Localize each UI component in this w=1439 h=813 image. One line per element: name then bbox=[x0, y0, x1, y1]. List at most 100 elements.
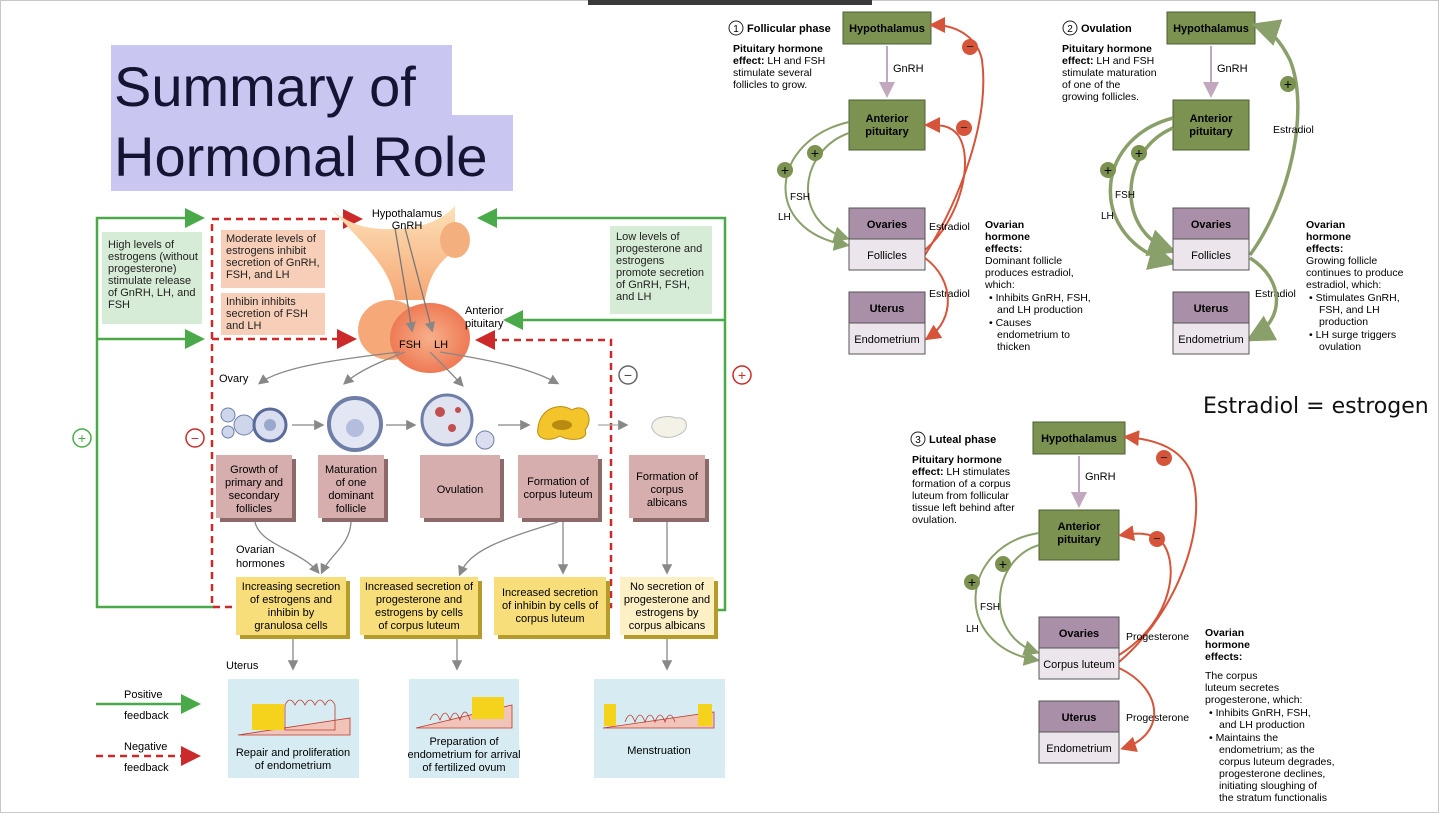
plus-sign-left: + bbox=[72, 428, 92, 448]
p3-gnrh: GnRH bbox=[1085, 471, 1116, 483]
negative-feedback-loop-left bbox=[210, 209, 363, 609]
svg-text:−: − bbox=[624, 367, 632, 383]
phase-3-title: Luteal phase bbox=[929, 434, 996, 446]
phase-1-number: 1 bbox=[733, 24, 739, 35]
title-highlight bbox=[111, 45, 452, 115]
p3-endometrium: Endometrium bbox=[1046, 743, 1111, 755]
slide-title: Summary of Hormonal Role bbox=[114, 52, 488, 192]
p3-hypothalamus: Hypothalamus bbox=[1041, 433, 1117, 445]
svg-text:+: + bbox=[738, 367, 746, 383]
svg-text:−: − bbox=[966, 39, 974, 54]
phase-3-luteal: 3 Luteal phase Pituitary hormone effect:… bbox=[910, 421, 1338, 804]
p3-uterus: Uterus bbox=[1062, 712, 1097, 724]
p1-endometrium: Endometrium bbox=[854, 334, 919, 346]
svg-text:+: + bbox=[78, 430, 86, 446]
p2-fsh: FSH bbox=[1115, 190, 1135, 201]
phase-3-number: 3 bbox=[915, 435, 921, 446]
phase-2-title: Ovulation bbox=[1081, 23, 1132, 35]
anterior-label: Anterior bbox=[465, 305, 504, 317]
gnrh-label: GnRH bbox=[392, 220, 423, 232]
p1-follicles: Follicles bbox=[867, 250, 907, 262]
hypothalamus-stalk bbox=[330, 206, 455, 300]
menstrual-cycle-hormone-diagram: Hypothalamus GnRH Anterior pituitary FSH… bbox=[72, 206, 752, 778]
top-toolbar-strip bbox=[588, 0, 872, 5]
p3-fsh: FSH bbox=[980, 602, 1000, 613]
legend-positive-label-2: feedback bbox=[124, 710, 169, 722]
svg-text:+: + bbox=[968, 574, 976, 590]
svg-text:+: + bbox=[1104, 162, 1112, 178]
svg-text:−: − bbox=[1160, 450, 1168, 465]
ovulation-image bbox=[420, 393, 495, 450]
ovary-label: Ovary bbox=[219, 373, 249, 385]
phase-2-ovulation: 2 Ovulation Pituitary hormone effect: LH… bbox=[1062, 11, 1406, 355]
fsh-label: FSH bbox=[399, 339, 421, 351]
svg-text:+: + bbox=[811, 145, 819, 161]
svg-text:+: + bbox=[781, 162, 789, 178]
p3-progesterone-1: Progesterone bbox=[1126, 631, 1189, 643]
phase-2-number: 2 bbox=[1067, 24, 1073, 35]
p1-lh: LH bbox=[778, 212, 791, 223]
p1-uterus: Uterus bbox=[870, 303, 905, 315]
title-highlight-2 bbox=[111, 115, 513, 191]
title-line-2: Hormonal Role bbox=[114, 125, 488, 188]
p2-gnrh: GnRH bbox=[1217, 63, 1248, 75]
hormones-label: hormones bbox=[236, 558, 285, 570]
p2-lh: LH bbox=[1101, 211, 1114, 222]
p2-ovarian-effects: Ovarian hormone effects: Growing follicl… bbox=[1306, 219, 1406, 353]
svg-text:+: + bbox=[999, 556, 1007, 572]
p3-ovaries: Ovaries bbox=[1059, 628, 1099, 640]
anterior-pituitary-gland bbox=[390, 303, 470, 373]
estradiol-equals-estrogen-note: Estradiol = estrogen bbox=[1203, 394, 1429, 419]
p1-ovaries: Ovaries bbox=[867, 219, 907, 231]
hypothalamus-bulge bbox=[440, 222, 470, 258]
phase-diagrams: 1 Follicular phase Pituitary hormone eff… bbox=[728, 11, 1406, 804]
low-progesterone-box: Low levels of progesterone and estrogens… bbox=[610, 226, 712, 314]
high-estrogen-box: High levels of estrogens (without proges… bbox=[102, 232, 202, 324]
dominant-follicle-image bbox=[327, 396, 383, 452]
corpus-luteum-image bbox=[537, 406, 590, 440]
p3-ovarian-effects: Ovarian hormone effects: The corpus lute… bbox=[1205, 627, 1338, 804]
p3-progesterone-2: Progesterone bbox=[1126, 712, 1189, 724]
stage-box-ovulation: Ovulation bbox=[420, 455, 504, 522]
negative-feedback-loop-right bbox=[475, 330, 613, 609]
p2-endometrium: Endometrium bbox=[1178, 334, 1243, 346]
hypothalamus-label: Hypothalamus bbox=[372, 208, 443, 220]
legend-positive-label: Positive bbox=[124, 689, 163, 701]
phase-2-pituitary-effect: Pituitary hormone effect: LH and FSH sti… bbox=[1062, 43, 1159, 103]
p2-uterus: Uterus bbox=[1194, 303, 1229, 315]
p2-ovaries: Ovaries bbox=[1191, 219, 1231, 231]
p2-follicles: Follicles bbox=[1191, 250, 1231, 262]
p2-hypothalamus: Hypothalamus bbox=[1173, 23, 1249, 35]
p2-estradiol-up: Estradiol bbox=[1273, 124, 1314, 136]
p1-estradiol-2: Estradiol bbox=[929, 288, 970, 300]
plus-sign-right: + bbox=[732, 365, 752, 385]
legend-negative-label: Negative bbox=[124, 741, 167, 753]
legend-negative-label-2: feedback bbox=[124, 762, 169, 774]
svg-text:−: − bbox=[1153, 531, 1161, 546]
p1-ovarian-effects: Ovarian hormone effects: Dominant follic… bbox=[984, 219, 1094, 353]
p1-fsh: FSH bbox=[790, 192, 810, 203]
svg-text:−: − bbox=[960, 120, 968, 135]
uterus-label: Uterus bbox=[226, 660, 259, 672]
uterus-menstruation-text: Menstruation bbox=[627, 745, 691, 757]
inhibin-box: Inhibin inhibits secretion of FSH and LH bbox=[221, 293, 325, 335]
primary-follicles-image bbox=[220, 407, 288, 443]
corpus-albicans-image bbox=[651, 415, 687, 438]
p1-hypothalamus: Hypothalamus bbox=[849, 23, 925, 35]
phase-1-title: Follicular phase bbox=[747, 23, 831, 35]
